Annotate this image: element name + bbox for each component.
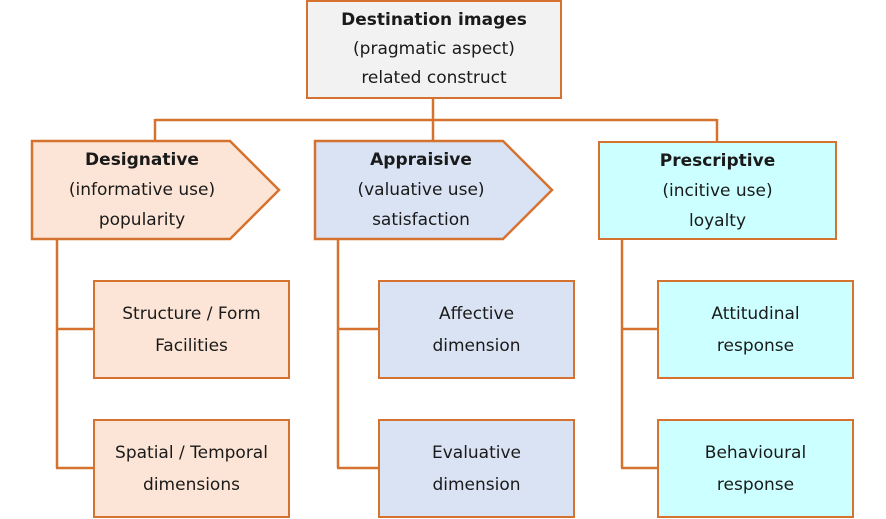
designative-title: Designative	[85, 150, 199, 170]
child-label-line2: dimension	[432, 474, 521, 495]
designative-construct: popularity	[98, 210, 186, 230]
root-construct: related construct	[361, 68, 507, 88]
child-label-line2: dimension	[432, 335, 521, 356]
root-node-destination-images: Destination images (pragmatic aspect) re…	[306, 0, 562, 99]
child-label-line2: response	[716, 474, 795, 495]
child-node-evaluative: Evaluative dimension	[378, 419, 575, 518]
child-label-line1: Behavioural	[704, 442, 807, 463]
child-label-line1: Spatial / Temporal	[115, 442, 268, 463]
appraisive-construct: satisfaction	[372, 210, 470, 230]
child-node-spatial-temporal: Spatial / Temporal dimensions	[93, 419, 290, 518]
child-node-affective: Affective dimension	[378, 280, 575, 379]
child-label-line1: Affective	[438, 303, 515, 324]
child-label-line2: Facilities	[155, 335, 228, 356]
prescriptive-use: (incitive use)	[662, 180, 773, 201]
category-node-prescriptive: Prescriptive (incitive use) loyalty	[598, 141, 837, 240]
appraisive-title: Appraisive	[370, 150, 472, 170]
category-node-appraisive: Appraisive (valuative use) satisfaction	[315, 141, 527, 239]
designative-pentagon-shape	[30, 139, 281, 241]
appraisive-pentagon-shape	[313, 139, 554, 241]
root-title: Destination images	[341, 10, 527, 30]
prescriptive-title: Prescriptive	[659, 150, 776, 171]
child-label-line1: Attitudinal	[711, 303, 800, 324]
child-node-behavioural: Behavioural response	[657, 419, 854, 518]
category-node-designative: Designative (informative use) popularity	[32, 141, 252, 239]
child-node-structure-form: Structure / Form Facilities	[93, 280, 290, 379]
designative-use: (informative use)	[68, 180, 216, 200]
child-node-attitudinal: Attitudinal response	[657, 280, 854, 379]
root-subtitle: (pragmatic aspect)	[353, 39, 515, 59]
child-label-line1: Evaluative	[431, 442, 522, 463]
prescriptive-construct: loyalty	[688, 210, 747, 231]
child-label-line1: Structure / Form	[122, 303, 261, 324]
appraisive-use: (valuative use)	[357, 180, 485, 200]
child-label-line2: response	[716, 335, 795, 356]
child-label-line2: dimensions	[143, 474, 240, 495]
